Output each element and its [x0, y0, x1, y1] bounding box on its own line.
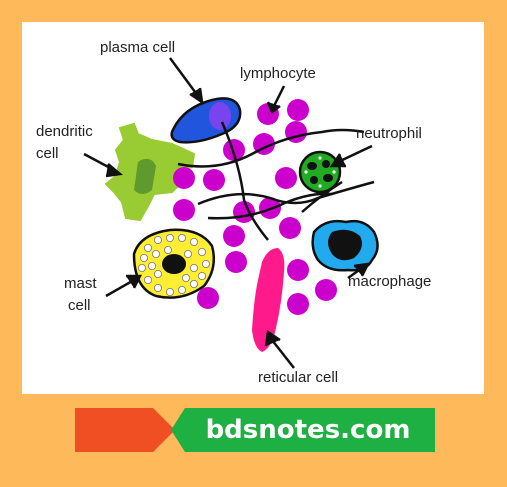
lymphocyte — [287, 99, 309, 121]
lymphocyte — [223, 139, 245, 161]
mast-granule — [197, 247, 206, 256]
label-mast: mast — [64, 275, 97, 292]
label-dendritic: dendritic — [36, 123, 93, 140]
label-plasma-cell: plasma cell — [100, 39, 175, 56]
lymphocyte — [173, 167, 195, 189]
banner-arrow-shape — [75, 408, 175, 452]
arrow-dendritic-cell — [83, 152, 123, 178]
lymphocyte — [203, 169, 225, 191]
mast-granule — [183, 249, 192, 258]
label-dendritic-cell: cell — [36, 145, 59, 162]
plasma-cell — [170, 97, 242, 144]
mast-granule — [153, 269, 162, 278]
lymphocyte — [315, 279, 337, 301]
mast-granule — [165, 233, 174, 242]
mast-granule — [148, 261, 157, 270]
mast-cell — [132, 228, 215, 299]
arrow-lymphocyte — [266, 85, 286, 114]
site-url: bdsnotes.com — [205, 415, 411, 445]
mast-granule — [138, 263, 147, 272]
reticular-cell — [252, 248, 285, 352]
neutrophil — [298, 150, 342, 194]
lymphocyte — [287, 293, 309, 315]
mast-granule — [189, 237, 198, 246]
labels: plasma cell lymphocyte dendritic cell ne… — [36, 39, 431, 386]
diagram-panel: plasma cell lymphocyte dendritic cell ne… — [22, 22, 484, 394]
lymphocyte — [225, 251, 247, 273]
lymphocyte — [223, 225, 245, 247]
label-neutrophil: neutrophil — [356, 125, 422, 142]
arrow-plasma-cell — [168, 57, 204, 105]
arrow-neutrophil — [329, 144, 373, 168]
mast-granule — [153, 283, 162, 292]
lymphocyte-group — [173, 99, 337, 315]
site-banner: bdsnotes.com — [75, 408, 435, 452]
lymphocyte — [173, 199, 195, 221]
lymphocyte — [275, 167, 297, 189]
connective-fibers — [177, 121, 375, 241]
mast-granule — [189, 263, 198, 272]
mast-granule — [177, 233, 186, 242]
mast-granule — [197, 271, 206, 280]
banner-text-box: bdsnotes.com — [171, 408, 435, 452]
mast-granule — [151, 249, 160, 258]
macrophage — [311, 219, 379, 272]
lymphocyte — [279, 217, 301, 239]
connective-tissue-cells-diagram: plasma cell lymphocyte dendritic cell ne… — [36, 39, 431, 386]
mast-granule — [189, 279, 198, 288]
mast-granule — [144, 243, 153, 252]
label-macrophage: macrophage — [348, 273, 431, 290]
mast-granule — [163, 245, 172, 254]
mast-granule — [181, 273, 190, 282]
lymphocyte — [233, 201, 255, 223]
arrow-macrophage — [347, 262, 371, 280]
arrow-mast-cell — [105, 274, 143, 298]
mast-granule — [201, 259, 210, 268]
mast-granule — [144, 275, 153, 284]
mast-granule — [153, 235, 162, 244]
dendritic-cell — [104, 122, 196, 222]
label-reticular-cell: reticular cell — [258, 369, 338, 386]
label-mast-cell: cell — [68, 297, 91, 314]
mast-granule — [177, 285, 186, 294]
mast-granule — [140, 253, 149, 262]
lymphocyte — [287, 259, 309, 281]
arrow-reticular-cell — [264, 329, 295, 369]
label-lymphocyte: lymphocyte — [240, 65, 316, 82]
mast-granule — [165, 287, 174, 296]
pointer-arrows — [83, 57, 373, 369]
lymphocyte — [197, 287, 219, 309]
